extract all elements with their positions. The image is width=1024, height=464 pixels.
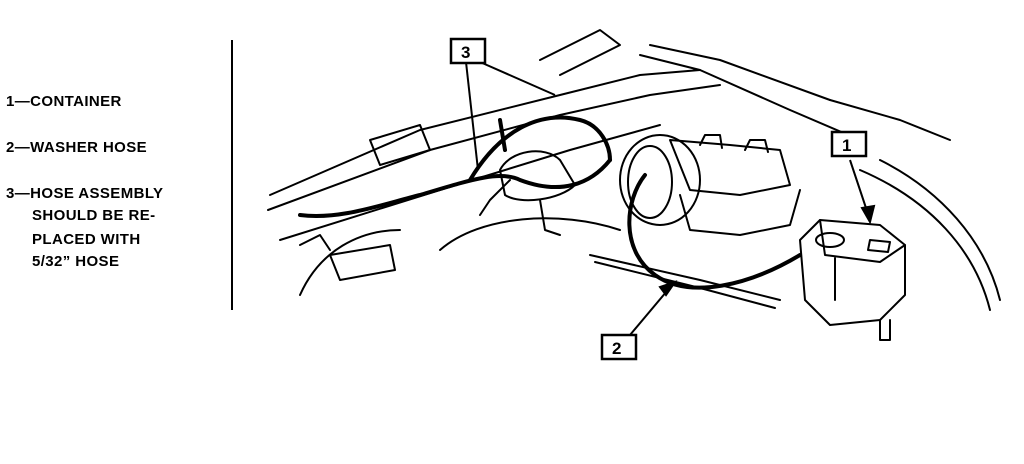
callout-3: 3 xyxy=(449,37,487,65)
windshield-base xyxy=(639,54,861,141)
callout-1: 1 xyxy=(830,130,868,158)
callout-2: 2 xyxy=(600,333,638,361)
body-panel xyxy=(329,244,396,281)
container-cap xyxy=(815,232,845,248)
legend-item-hose-assembly-line3: PLACED WITH xyxy=(32,231,141,248)
hose-assembly-run xyxy=(298,158,612,218)
leader-3b xyxy=(479,61,556,96)
legend-item-washer-hose: 2—WASHER HOSE xyxy=(6,139,148,156)
legend-item-hose-assembly: 3—HOSE ASSEMBLY xyxy=(6,185,164,202)
callout-2-label: 2 xyxy=(612,339,621,358)
fender-edge xyxy=(859,169,991,311)
legend-divider xyxy=(231,40,233,310)
inner-fender-rail xyxy=(589,254,781,301)
windshield-corner xyxy=(539,29,621,76)
washer-hose xyxy=(627,173,802,290)
legend-item-hose-assembly-line2: SHOULD BE RE- xyxy=(32,207,156,224)
brake-booster xyxy=(619,134,701,226)
cowl-edge-line xyxy=(269,69,701,196)
master-cylinder xyxy=(669,139,791,196)
leader-3a xyxy=(465,61,479,171)
cowl-panel-line xyxy=(267,84,721,211)
wheel-well-arc xyxy=(439,217,621,251)
legend-item-container: 1—CONTAINER xyxy=(6,93,122,110)
firewall-bracket xyxy=(369,124,431,166)
cowl-lower-line xyxy=(279,124,661,241)
hose-assembly-loop xyxy=(468,115,612,182)
legend-item-hose-assembly-line4: 5/32” HOSE xyxy=(32,253,120,270)
callout-3-label: 3 xyxy=(461,43,470,62)
washer-container xyxy=(799,219,906,326)
callout-1-label: 1 xyxy=(842,136,851,155)
legend: 1—CONTAINER 2—WASHER HOSE 3—HOSE ASSEMBL… xyxy=(6,0,226,464)
